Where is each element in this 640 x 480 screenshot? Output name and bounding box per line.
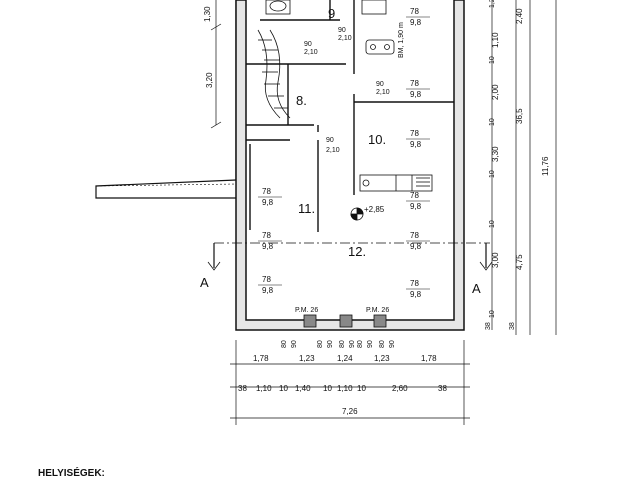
- dim-right-mid: 36,5: [515, 108, 524, 124]
- bottom-dimension-lines: [230, 340, 470, 425]
- room-label-9: 9: [328, 6, 335, 21]
- door-width: 90: [326, 137, 334, 144]
- dim-right-inner: 3,30: [491, 146, 500, 162]
- dim-right-inner: 3,00: [491, 252, 500, 268]
- window-height: 9,8: [410, 242, 422, 251]
- dim-right-small: 10: [489, 118, 496, 126]
- dim-bottom-opening: 80: [357, 340, 364, 348]
- room-label-11: 11.: [298, 201, 315, 216]
- dim-right-small: 10: [489, 56, 496, 64]
- section-label-right: A: [472, 281, 481, 296]
- dim-right-small: 10: [489, 220, 496, 228]
- room-label-12: 12.: [348, 244, 366, 259]
- window-height: 9,8: [262, 242, 274, 251]
- dim-right-small: 38: [509, 322, 516, 330]
- window-tags: 78 9,8 78 9,8 78 9,8 78 9,8 78 9,8 78 9,8 78 9,8 78 9,8…: [258, 7, 430, 299]
- dim-right-inner: 2,00: [491, 84, 500, 100]
- dim-left-top: 1,30: [203, 6, 212, 22]
- window-height: 9,8: [262, 286, 274, 295]
- window-width: 78: [262, 187, 271, 196]
- dim-bottom-row1: 1,78: [421, 354, 437, 363]
- dim-right-small: 38: [485, 322, 492, 330]
- window-height: 9,8: [410, 140, 422, 149]
- right-dimension-texts: 1,10 2,00 3,30 3,00 1,2 10 10 10 10 10 38 38 2,40 36,…: [485, 0, 550, 330]
- level-label: +2,85: [364, 205, 385, 214]
- door-width: 90: [376, 81, 384, 88]
- dim-bottom-row1: 1,23: [374, 354, 390, 363]
- dim-bottom-row2: 1,40: [295, 384, 311, 393]
- dim-bottom-opening: 80: [281, 340, 288, 348]
- dim-bottom-row2: 10: [357, 384, 366, 393]
- dim-bottom-opening: 90: [389, 340, 396, 348]
- vent-blocks: [303, 314, 387, 328]
- dim-bottom-row2: 1,10: [337, 384, 353, 393]
- dim-bottom-row1: 1,23: [299, 354, 315, 363]
- left-extension: [95, 0, 237, 199]
- outer-walls: [235, 0, 465, 331]
- pm-label-right: P.M. 26: [366, 307, 389, 314]
- dim-bottom-opening: 90: [291, 340, 298, 348]
- dim-bottom-row1: 1,78: [253, 354, 269, 363]
- dim-bottom-row2: 1,10: [256, 384, 272, 393]
- door-width: 90: [338, 27, 346, 34]
- window-width: 78: [410, 191, 419, 200]
- dim-left-stair: 3,20: [205, 72, 214, 88]
- window-height: 9,8: [410, 18, 422, 27]
- pm-label-left: P.M. 26: [295, 307, 318, 314]
- section-label-left: A: [200, 275, 209, 290]
- dim-bottom-row2: 2,60: [392, 384, 408, 393]
- right-dimension-lines: [491, 0, 557, 335]
- dim-bottom-opening: 90: [327, 340, 334, 348]
- door-width: 90: [304, 41, 312, 48]
- dim-right-small: 10: [489, 170, 496, 178]
- dim-right-mid: 4,75: [515, 254, 524, 270]
- dim-bottom-opening: 90: [367, 340, 374, 348]
- window-height: 9,8: [262, 198, 274, 207]
- dim-right-small: 1,2: [489, 0, 496, 8]
- dim-bottom-row2: 38: [238, 384, 247, 393]
- dim-right-small: 10: [489, 310, 496, 318]
- dim-bottom-row2: 10: [279, 384, 288, 393]
- window-width: 78: [410, 231, 419, 240]
- level-marker: [350, 207, 364, 221]
- window-width: 78: [410, 7, 419, 16]
- window-width: 78: [410, 279, 419, 288]
- dim-bottom-row2: 10: [323, 384, 332, 393]
- window-height: 9,8: [410, 290, 422, 299]
- dim-bottom-opening: 80: [317, 340, 324, 348]
- window-width: 78: [262, 275, 271, 284]
- dim-right-mid: 2,40: [515, 8, 524, 24]
- dim-bottom-opening: 90: [349, 340, 356, 348]
- dim-right-outer: 11,76: [541, 156, 550, 176]
- interior-walls: [246, 0, 454, 232]
- window-width: 78: [262, 231, 271, 240]
- dim-bottom-opening: 80: [339, 340, 346, 348]
- kitchen-counter: [359, 174, 433, 192]
- dim-bottom-row1: 1,24: [337, 354, 353, 363]
- window-height: 9,8: [410, 202, 422, 211]
- legend-title: HELYISÉGEK:: [38, 466, 105, 479]
- stair: [257, 29, 291, 119]
- bm-label: BM, 1,90 m: [398, 22, 405, 58]
- dim-right-inner: 1,10: [491, 32, 500, 48]
- door-height: 2,10: [304, 49, 318, 56]
- room-label-10: 10.: [368, 132, 386, 147]
- window-width: 78: [410, 79, 419, 88]
- door-height: 2,10: [338, 35, 352, 42]
- left-dimension: [210, 0, 222, 129]
- window-height: 9,8: [410, 90, 422, 99]
- section-line: [207, 242, 493, 271]
- room-label-8: 8.: [296, 93, 307, 108]
- window-width: 78: [410, 129, 419, 138]
- dim-bottom-row2: 38: [438, 384, 447, 393]
- door-height: 2,10: [376, 89, 390, 96]
- dim-bottom-total: 7,26: [342, 407, 358, 416]
- bathroom-fixtures: [265, 0, 395, 55]
- dim-bottom-opening: 80: [379, 340, 386, 348]
- door-height: 2,10: [326, 147, 340, 154]
